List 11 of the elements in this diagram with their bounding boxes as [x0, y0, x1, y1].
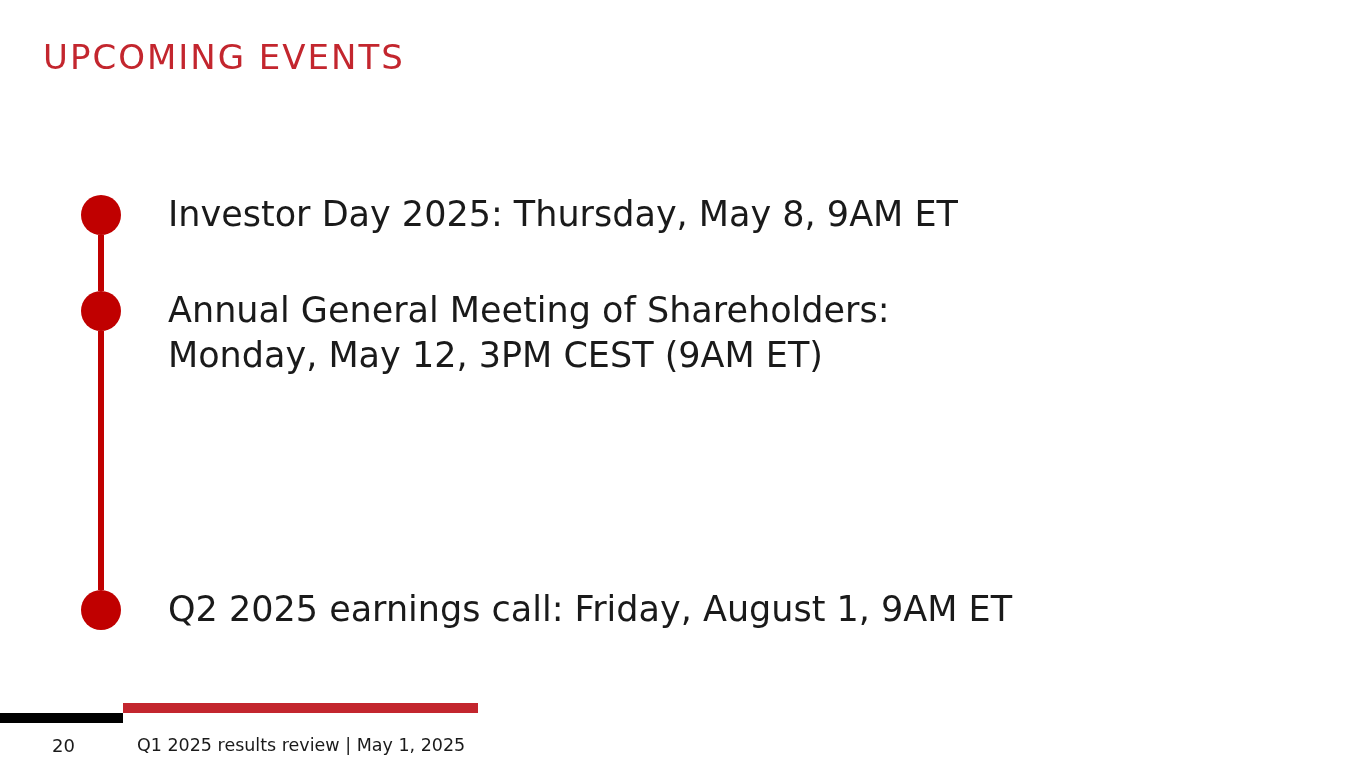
event-text: Investor Day 2025: Thursday, May 8, 9AM ET [168, 193, 959, 236]
timeline-dot [81, 195, 121, 235]
event-text: Q2 2025 earnings call: Friday, August 1, 9AM ET [168, 588, 1014, 631]
footer-text: Q1 2025 results review | May 1, 2025 [137, 737, 466, 755]
slide-title: UPCOMING EVENTS [43, 40, 405, 74]
timeline-dot [81, 291, 121, 331]
timeline-dot [81, 590, 121, 630]
timeline-line [98, 235, 104, 291]
page-number: 20 [52, 737, 75, 755]
timeline-line [98, 331, 104, 590]
event-text: Annual General Meeting of Shareholders: Monday, May 12, 3PM CEST (9AM ET) [168, 289, 891, 377]
